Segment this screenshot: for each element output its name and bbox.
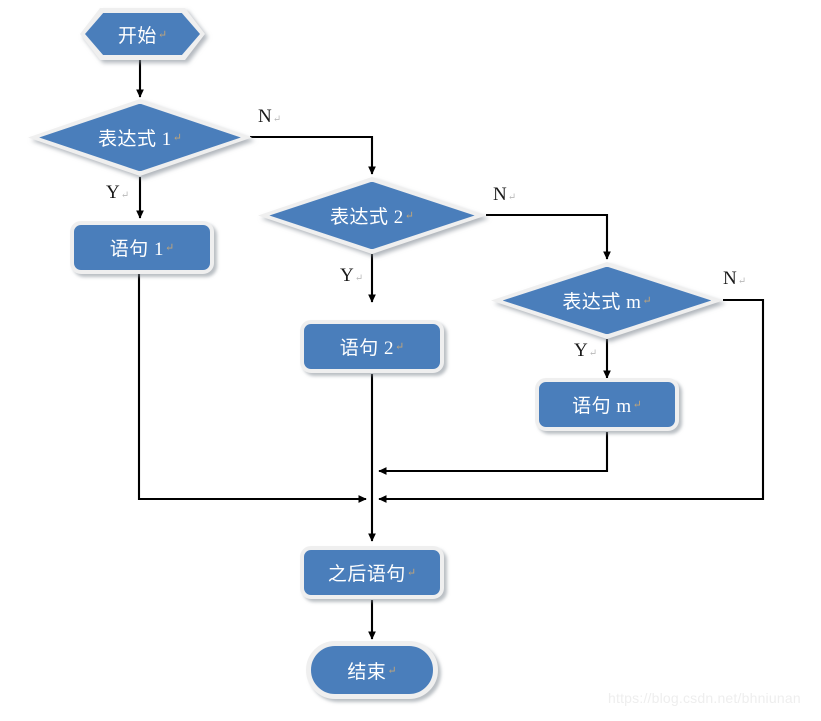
node-cond2-outline: 表达式 2↵ — [258, 177, 486, 254]
node-stmt2-cr: ↵ — [395, 341, 405, 353]
node-start-body: 开始↵ — [85, 12, 200, 56]
node-start[interactable]: 开始↵ — [80, 8, 205, 60]
edge-label-cond2-no-text: N — [493, 184, 507, 205]
node-end[interactable]: 结束↵ — [306, 641, 438, 699]
edge-label-condm-yes-text: Y — [574, 340, 588, 361]
edge-label-cond1-no-cr: ↵ — [272, 114, 282, 125]
node-start-cr: ↵ — [157, 28, 168, 41]
edge-label-cond1-yes-text: Y — [106, 182, 120, 203]
node-cond1[interactable]: 表达式 1↵ — [28, 99, 252, 176]
edge-label-cond2-yes-cr: ↵ — [354, 273, 364, 284]
node-condm-cr: ↵ — [642, 295, 652, 307]
edge-label-condm-no: N↵ — [723, 268, 746, 290]
edge-label-cond1-no: N↵ — [258, 106, 281, 128]
edge-stmt1-to-junction — [137, 274, 367, 503]
edge-label-cond2-yes: Y↵ — [340, 265, 363, 287]
node-start-label: 开始 — [117, 25, 157, 47]
edge-label-condm-yes-cr: ↵ — [588, 348, 598, 359]
edge-label-cond2-yes-text: Y — [340, 265, 354, 286]
node-cond2-body: 表达式 2↵ — [269, 181, 475, 250]
edge-stmtm-to-junction — [378, 432, 609, 475]
edge-label-cond2-no-cr: ↵ — [507, 192, 517, 203]
node-after-cr: ↵ — [406, 567, 417, 579]
node-after-label: 之后语句 — [327, 564, 406, 585]
node-cond2[interactable]: 表达式 2↵ — [258, 177, 486, 254]
node-stmtm-label: 语句 m — [572, 396, 632, 417]
node-cond2-label: 表达式 2 — [330, 207, 404, 228]
node-start-outline: 开始↵ — [80, 8, 205, 60]
node-stmt1[interactable]: 语句 1↵ — [70, 221, 214, 274]
node-stmt2-label: 语句 2 — [339, 338, 395, 359]
node-stmtm[interactable]: 语句 m↵ — [535, 378, 679, 431]
node-cond1-label: 表达式 1 — [98, 129, 172, 150]
edge-label-cond2-no: N↵ — [493, 184, 516, 206]
watermark: https://blog.csdn.net/bhniunan — [608, 690, 801, 706]
edge-label-condm-yes: Y↵ — [574, 340, 597, 362]
node-cond2-cr: ↵ — [404, 210, 414, 222]
node-stmtm-cr: ↵ — [632, 399, 642, 411]
node-condm-outline: 表达式 m↵ — [491, 262, 723, 339]
edge-cond1-no-to-cond2 — [250, 135, 376, 175]
node-cond1-body: 表达式 1↵ — [39, 103, 241, 172]
node-stmt2[interactable]: 语句 2↵ — [300, 320, 444, 373]
node-stmt1-cr: ↵ — [165, 242, 175, 254]
edge-label-cond1-no-text: N — [258, 106, 272, 127]
node-stmt1-label: 语句 1 — [109, 239, 165, 260]
node-after[interactable]: 之后语句↵ — [300, 546, 444, 599]
node-cond1-cr: ↵ — [172, 132, 182, 144]
node-end-label: 结束 — [347, 661, 387, 683]
node-cond1-outline: 表达式 1↵ — [28, 99, 252, 176]
node-condm-body: 表达式 m↵ — [502, 266, 712, 335]
edge-label-condm-no-text: N — [723, 268, 737, 289]
node-condm-label: 表达式 m — [562, 292, 642, 313]
edge-label-condm-no-cr: ↵ — [737, 276, 747, 287]
edge-label-cond1-yes: Y↵ — [106, 182, 129, 204]
node-end-cr: ↵ — [387, 664, 397, 677]
node-condm[interactable]: 表达式 m↵ — [491, 262, 723, 339]
edge-cond2-no-to-condm — [486, 213, 611, 260]
edge-label-cond1-yes-cr: ↵ — [120, 190, 130, 201]
